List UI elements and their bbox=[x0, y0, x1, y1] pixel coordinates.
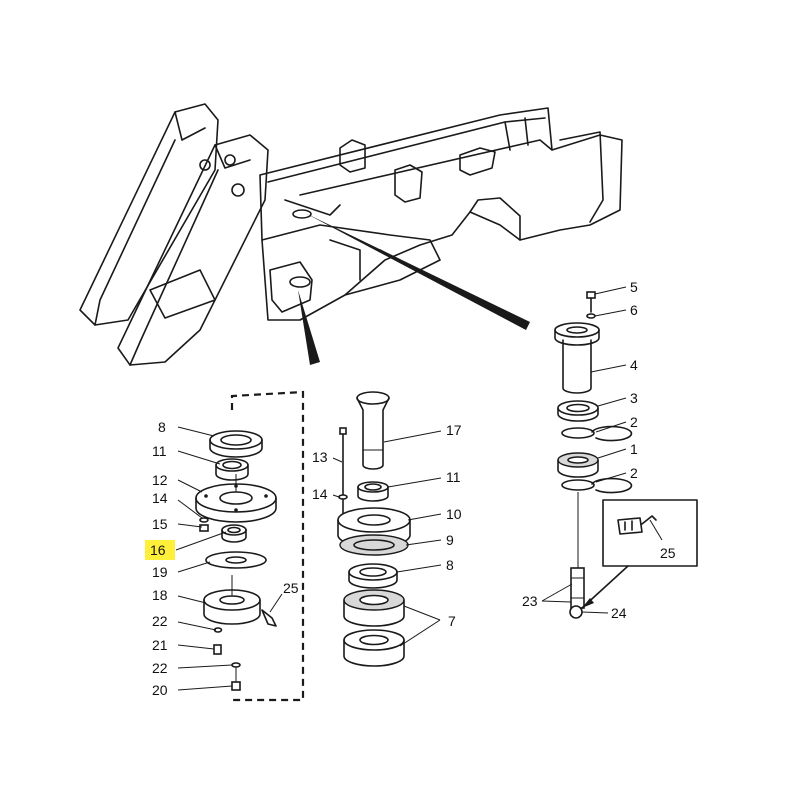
frame-pointer-arrows bbox=[298, 213, 530, 365]
callout-label: 6 bbox=[630, 302, 638, 318]
callout-label: 2 bbox=[630, 414, 638, 430]
callout-label: 25 bbox=[283, 580, 299, 596]
callout-label: 5 bbox=[630, 279, 638, 295]
callout-label-highlighted: 16 bbox=[150, 542, 166, 558]
callout-label: 13 bbox=[312, 449, 328, 465]
leader-lines bbox=[175, 286, 627, 691]
callout-label: 21 bbox=[152, 637, 168, 653]
callout-label: 18 bbox=[152, 587, 168, 603]
dashed-assembly-bracket bbox=[230, 390, 305, 702]
callout-label: 11 bbox=[446, 469, 461, 485]
detail-inset bbox=[581, 499, 698, 609]
callout-label: 20 bbox=[152, 682, 168, 698]
callout-label: 19 bbox=[152, 564, 168, 580]
callout-label: 4 bbox=[630, 357, 638, 373]
loader-frame-drawing bbox=[79, 103, 623, 366]
right-kingpin-stack bbox=[554, 291, 633, 619]
callout-label: 11 bbox=[152, 443, 167, 459]
callout-label: 8 bbox=[158, 419, 166, 435]
middle-bearing-stack bbox=[337, 391, 411, 667]
callout-label: 22 bbox=[152, 660, 168, 676]
callout-label: 8 bbox=[446, 557, 454, 573]
callout-label: 24 bbox=[611, 605, 627, 621]
callout-label: 23 bbox=[522, 593, 538, 609]
callout-label: 10 bbox=[446, 506, 462, 522]
callout-label: 15 bbox=[152, 516, 168, 532]
callout-label: 2 bbox=[630, 465, 638, 481]
callout-label: 25 bbox=[660, 545, 676, 561]
left-bearing-stack bbox=[195, 430, 277, 691]
callout-label: 22 bbox=[152, 613, 168, 629]
callout-labels: 8 11 12 14 15 16 19 18 25 22 21 22 20 17… bbox=[150, 279, 676, 698]
callout-label: 1 bbox=[630, 441, 638, 457]
callout-label: 12 bbox=[152, 472, 168, 488]
callout-16-highlight bbox=[145, 540, 175, 560]
callout-label: 14 bbox=[312, 486, 328, 502]
callout-label: 14 bbox=[152, 490, 168, 506]
callout-label: 17 bbox=[446, 422, 462, 438]
callout-label: 3 bbox=[630, 390, 638, 406]
callout-label: 9 bbox=[446, 532, 454, 548]
callout-label: 7 bbox=[448, 613, 456, 629]
